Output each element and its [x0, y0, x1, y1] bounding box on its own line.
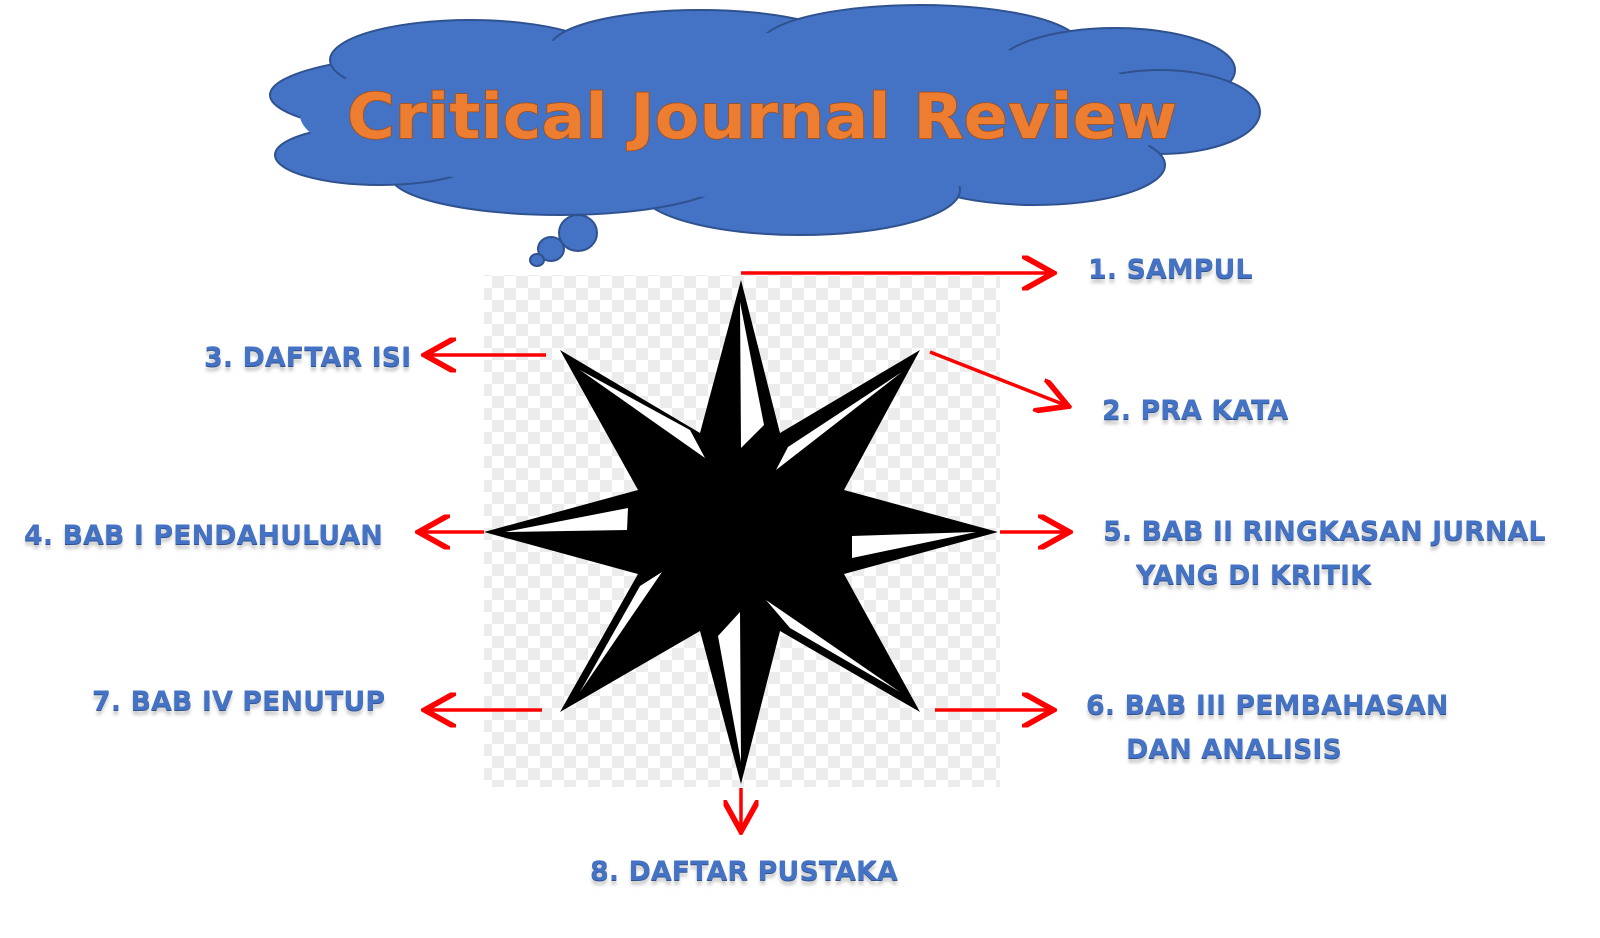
label-pra-kata: 2. PRA KATA	[1102, 395, 1289, 426]
connector-arrows	[422, 273, 1066, 828]
thought-cloud-icon	[269, 4, 1261, 267]
label-bab-2: 5. BAB II RINGKASAN JURNAL YANG DI KRITI…	[1103, 510, 1546, 598]
label-bab-3-line1: 6. BAB III PEMBAHASAN	[1086, 690, 1449, 721]
label-bab-1: 4. BAB I PENDAHULUAN	[24, 520, 383, 551]
label-bab-3: 6. BAB III PEMBAHASAN DAN ANALISIS	[1086, 684, 1448, 772]
label-bab-2-line2: YANG DI KRITIK	[1136, 560, 1372, 591]
label-bab-2-line1: 5. BAB II RINGKASAN JURNAL	[1103, 516, 1546, 547]
label-bab-4: 7. BAB IV PENUTUP	[92, 686, 386, 717]
label-daftar-isi: 3. DAFTAR ISI	[204, 342, 412, 373]
label-bab-3-line2: DAN ANALISIS	[1126, 734, 1342, 765]
compass-rose-star-icon	[484, 280, 998, 784]
label-sampul: 1. SAMPUL	[1088, 254, 1253, 285]
arrow-to-pra-kata	[929, 350, 1065, 405]
label-daftar-pustaka: 8. DAFTAR PUSTAKA	[590, 856, 898, 887]
page-title: Critical Journal Review	[347, 80, 1177, 153]
